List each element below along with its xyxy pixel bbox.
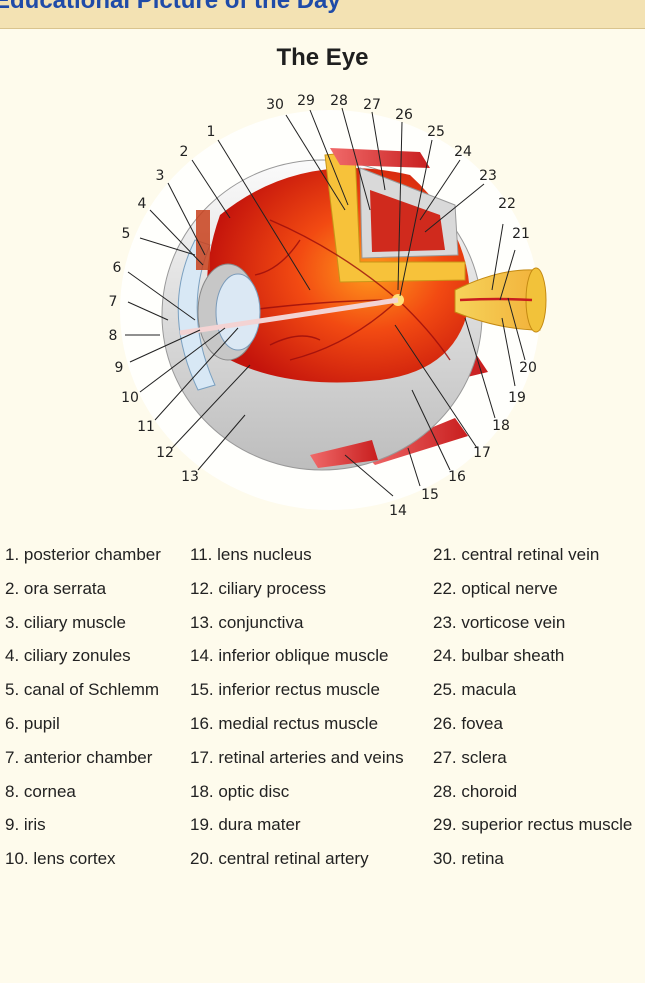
leader-lines	[125, 107, 526, 497]
callout-7: 7	[109, 294, 118, 310]
legend-item-9: 9. iris	[5, 815, 46, 835]
cornea-shape	[177, 239, 216, 391]
legend-item-2: 2. ora serrata	[5, 578, 107, 598]
ciliary-muscle-shape	[196, 210, 210, 270]
callout-4: 4	[138, 196, 147, 212]
header-bar: Educational Picture of the Day	[0, 0, 645, 29]
callout-labels: 1 2 3 4 5 6 7 8 9 10 11 12 13 14 15 16 1…	[109, 93, 537, 519]
callout-6: 6	[113, 260, 122, 276]
callout-18: 18	[492, 418, 510, 434]
callout-13: 13	[181, 469, 199, 485]
legend-item-1: 1. posterior chamber	[5, 545, 161, 564]
callout-27: 27	[363, 97, 381, 113]
legend-item-12: 12. ciliary process	[190, 578, 327, 598]
legend-item-8: 8. cornea	[5, 781, 76, 801]
choroid-cutaway-shape	[370, 190, 445, 252]
legend-item-10: 10. lens cortex	[5, 849, 116, 869]
legend-item-13: 13. conjunctiva	[190, 612, 304, 632]
callout-11: 11	[137, 419, 155, 435]
legend-item-28: 28. choroid	[433, 781, 518, 801]
callout-3: 3	[156, 168, 165, 184]
legend-item-18: 18. optic disc	[190, 781, 290, 801]
inferior-oblique-muscle-shape	[310, 440, 378, 468]
header-title: Educational Picture of the Day	[0, 0, 341, 14]
lens-shape	[215, 273, 261, 351]
callout-30: 30	[266, 97, 284, 113]
callout-22: 22	[498, 196, 516, 212]
legend-item-14: 14. inferior oblique muscle	[190, 646, 389, 666]
callout-28: 28	[330, 93, 348, 109]
legend-item-5: 5. canal of Schlemm	[5, 680, 160, 700]
central-retinal-artery-shape	[459, 297, 533, 302]
legend-item-21: 21. central retinal vein	[433, 545, 600, 564]
legend-item-7: 7. anterior chamber	[5, 747, 153, 767]
callout-16: 16	[448, 469, 466, 485]
callout-29: 29	[297, 93, 315, 109]
legend-item-30: 30. retina	[433, 849, 504, 869]
legend-column-2: 11. lens nucleus 12. ciliary process 13.…	[190, 538, 425, 876]
legend-item-3: 3. ciliary muscle	[5, 612, 126, 632]
callout-23: 23	[479, 168, 497, 184]
callout-1: 1	[207, 124, 216, 140]
legend-item-15: 15. inferior rectus muscle	[190, 680, 380, 700]
callout-21: 21	[512, 226, 530, 242]
legend-item-24: 24. bulbar sheath	[433, 646, 565, 666]
diagram-title: The Eye	[276, 44, 369, 71]
eye-diagram: 1 2 3 4 5 6 7 8 9 10 11 12 13 14 15 16 1…	[109, 93, 547, 519]
callout-10: 10	[121, 390, 139, 406]
legend-item-4: 4. ciliary zonules	[5, 646, 131, 666]
legend-item-27: 27. sclera	[433, 747, 507, 767]
callout-9: 9	[115, 360, 124, 376]
legend-column-1: 1. posterior chamber 2. ora serrata 3. c…	[5, 538, 175, 876]
callout-17: 17	[473, 445, 491, 461]
legend-item-16: 16. medial rectus muscle	[190, 713, 379, 733]
legend-item-6: 6. pupil	[5, 713, 60, 733]
callout-2: 2	[180, 144, 189, 160]
legend-item-29: 29. superior rectus muscle	[433, 815, 633, 835]
callout-26: 26	[395, 107, 413, 123]
legend-item-11: 11. lens nucleus	[190, 545, 312, 564]
legend-item-20: 20. central retinal artery	[190, 849, 369, 869]
legend-column-3: 21. central retinal vein 22. optical ner…	[433, 538, 643, 876]
callout-19: 19	[508, 390, 526, 406]
legend-item-25: 25. macula	[433, 680, 517, 700]
legend-item-26: 26. fovea	[433, 713, 503, 733]
legend-item-17: 17. retinal arteries and veins	[190, 747, 404, 767]
callout-25: 25	[427, 124, 445, 140]
callout-12: 12	[156, 445, 174, 461]
visual-axis-line	[179, 297, 399, 336]
callout-15: 15	[421, 487, 439, 503]
legend-item-22: 22. optical nerve	[433, 578, 558, 598]
legend-item-23: 23. vorticose vein	[433, 612, 566, 632]
callout-24: 24	[454, 144, 472, 160]
callout-8: 8	[109, 328, 118, 344]
legend-item-19: 19. dura mater	[190, 815, 301, 835]
callout-5: 5	[122, 226, 131, 242]
callout-20: 20	[519, 360, 537, 376]
callout-14: 14	[389, 503, 407, 519]
